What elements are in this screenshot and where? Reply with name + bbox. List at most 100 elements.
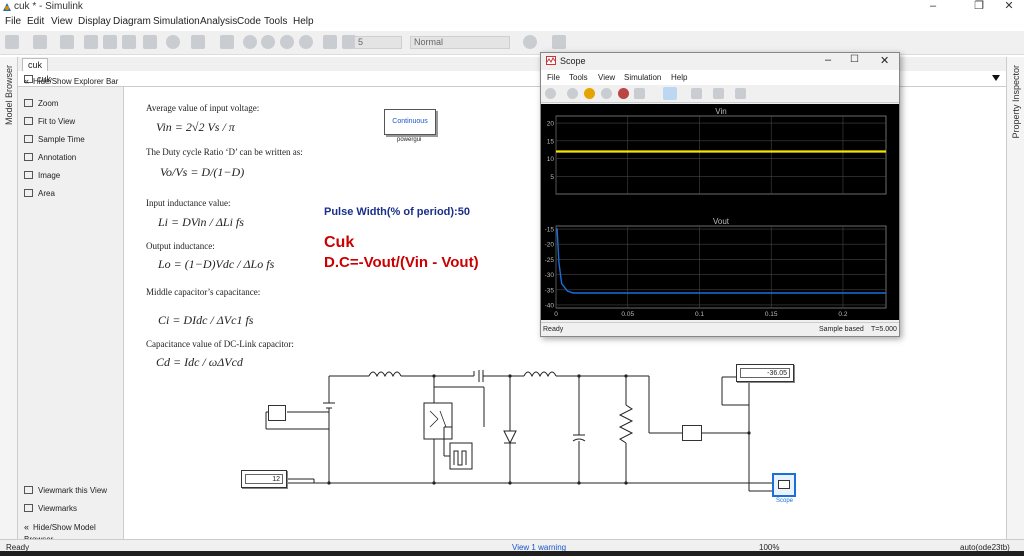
new-model-icon[interactable]: [5, 35, 19, 49]
scope-menu-simulation[interactable]: Simulation: [624, 73, 662, 82]
menu-simulation[interactable]: Simulation: [153, 16, 200, 27]
menu-tools[interactable]: Tools: [264, 16, 288, 27]
open-folder-icon[interactable]: [33, 35, 47, 49]
scope-style-icon[interactable]: [735, 88, 746, 99]
record-icon[interactable]: [323, 35, 337, 49]
fit-to-view-tool[interactable]: Fit to View: [24, 116, 75, 128]
scope-block-label: Scope: [776, 498, 794, 504]
cuk-annotation[interactable]: Cuk: [324, 234, 355, 251]
model-browser-label[interactable]: Model Browser: [4, 65, 14, 126]
main-toolbar: 5 Normal: [0, 31, 1024, 55]
minimize-button[interactable]: –: [929, 0, 937, 12]
menu-code[interactable]: Code: [237, 16, 261, 27]
viewmarks[interactable]: Viewmarks: [24, 503, 77, 515]
duty-cycle-annotation[interactable]: D.C=-Vout/(Vin - Vout): [324, 254, 479, 271]
annotation-label: Annotation: [38, 153, 77, 162]
save-icon[interactable]: [60, 35, 74, 49]
close-button[interactable]: ✕: [1004, 0, 1014, 12]
menu-display[interactable]: Display: [78, 16, 111, 27]
sample-time-tool[interactable]: Sample Time: [24, 134, 85, 146]
powergui-block[interactable]: Continuous: [384, 109, 436, 135]
scope-window-icon: [546, 56, 556, 65]
scope-stop-icon[interactable]: [618, 88, 629, 99]
scope-step-forward-icon[interactable]: [601, 88, 612, 99]
scope-cursor-icon[interactable]: [713, 88, 724, 99]
grid-options-icon[interactable]: [552, 35, 566, 49]
status-solver[interactable]: auto(ode23tb): [960, 543, 1010, 552]
scope-maximize-button[interactable]: ☐: [850, 54, 859, 65]
vin-ytick-2: 10: [547, 156, 555, 163]
menu-analysis[interactable]: Analysis: [200, 16, 238, 27]
vout-display-block[interactable]: -36.05: [736, 364, 794, 382]
property-inspector-label[interactable]: Property Inspector: [1011, 65, 1021, 139]
scope-menu-tools[interactable]: Tools: [569, 73, 588, 82]
chevron-down-icon[interactable]: [992, 75, 1000, 81]
avg-voltage-equation: Vin = 2√2 Vs / π: [156, 120, 235, 134]
back-arrow-icon[interactable]: [84, 35, 98, 49]
model-browser-strip[interactable]: Model Browser: [0, 57, 18, 539]
scope-screen-icon: [778, 480, 790, 489]
zoom-tool[interactable]: Zoom: [24, 98, 58, 110]
scope-highlight-icon[interactable]: [634, 88, 645, 99]
breadcrumb-item[interactable]: cuk: [37, 74, 52, 84]
menu-bar: File Edit View Display Diagram Simulatio…: [0, 15, 1024, 29]
tab-cuk[interactable]: cuk: [22, 58, 48, 71]
stop-time-input[interactable]: 5: [354, 36, 402, 49]
scope-step-back-icon[interactable]: [567, 88, 578, 99]
scope-zoom-pan-icon[interactable]: [663, 87, 677, 100]
area-tool[interactable]: Area: [24, 188, 55, 200]
forward-arrow-icon[interactable]: [103, 35, 117, 49]
dropdown-chevron-icon[interactable]: [342, 35, 356, 49]
menu-edit[interactable]: Edit: [27, 16, 45, 27]
scope-block[interactable]: [772, 473, 796, 497]
vin-ytick-3: 5: [550, 174, 554, 181]
scope-status-ready: Ready: [543, 326, 564, 333]
vout-ytick-5: -40: [545, 302, 555, 309]
scope-window-title: Scope: [560, 56, 586, 66]
output-inductance-equation: Lo = (1−D)Vdc / ΔLo fs: [158, 257, 275, 271]
scope-minimize-button[interactable]: –: [825, 54, 832, 66]
scope-sim-time: T=5.000: [871, 326, 897, 333]
window-titlebar: cuk * - Simulink – ❐ ✕: [0, 0, 1024, 14]
run-icon[interactable]: [261, 35, 275, 49]
up-arrow-icon[interactable]: [122, 35, 136, 49]
stop-icon[interactable]: [299, 35, 313, 49]
scope-menu-view[interactable]: View: [598, 73, 616, 82]
scope-menu-help[interactable]: Help: [671, 73, 688, 82]
library-browser-icon[interactable]: [143, 35, 157, 49]
menu-view[interactable]: View: [51, 16, 73, 27]
scope-settings-gear-icon[interactable]: [545, 88, 556, 99]
step-back-icon[interactable]: [243, 35, 257, 49]
menu-diagram[interactable]: Diagram: [113, 16, 151, 27]
simulation-mode-select[interactable]: Normal: [410, 36, 510, 49]
restore-button[interactable]: ❐: [974, 0, 984, 12]
output-voltage-measurement-block[interactable]: [682, 425, 702, 441]
update-diagram-icon[interactable]: [220, 35, 234, 49]
hide-show-explorer-bar[interactable]: «Hide/Show Explorer Bar: [24, 75, 118, 87]
vin-ytick-0: 20: [547, 121, 555, 128]
area-icon: [24, 189, 33, 197]
property-inspector-strip[interactable]: Property Inspector: [1006, 57, 1024, 539]
status-warning-link[interactable]: View 1 warning: [512, 543, 567, 552]
pulse-width-annotation[interactable]: Pulse Width(% of period):50: [324, 206, 470, 218]
model-settings-gear-icon[interactable]: [166, 35, 180, 49]
menu-help[interactable]: Help: [293, 16, 314, 27]
check-icon[interactable]: [523, 35, 537, 49]
model-explorer-icon[interactable]: [191, 35, 205, 49]
viewmark-this-view[interactable]: Viewmark this View: [24, 485, 107, 497]
menu-file[interactable]: File: [5, 16, 22, 27]
annotation-tool[interactable]: Annotation: [24, 152, 76, 164]
scope-close-button[interactable]: ✕: [880, 55, 890, 67]
scope-menu-file[interactable]: File: [547, 73, 560, 82]
scope-window[interactable]: Scope – ☐ ✕ File Tools View Simulation H…: [540, 52, 900, 337]
step-forward-icon[interactable]: [280, 35, 294, 49]
input-voltage-measurement-block[interactable]: [268, 405, 286, 421]
area-label: Area: [38, 189, 55, 198]
image-tool[interactable]: Image: [24, 170, 60, 182]
hide-show-model-browser[interactable]: «Hide/Show Model Browser: [24, 521, 123, 544]
vin-display-block[interactable]: 12: [241, 470, 287, 488]
scope-run-icon[interactable]: [584, 88, 595, 99]
scope-autoscale-icon[interactable]: [691, 88, 702, 99]
